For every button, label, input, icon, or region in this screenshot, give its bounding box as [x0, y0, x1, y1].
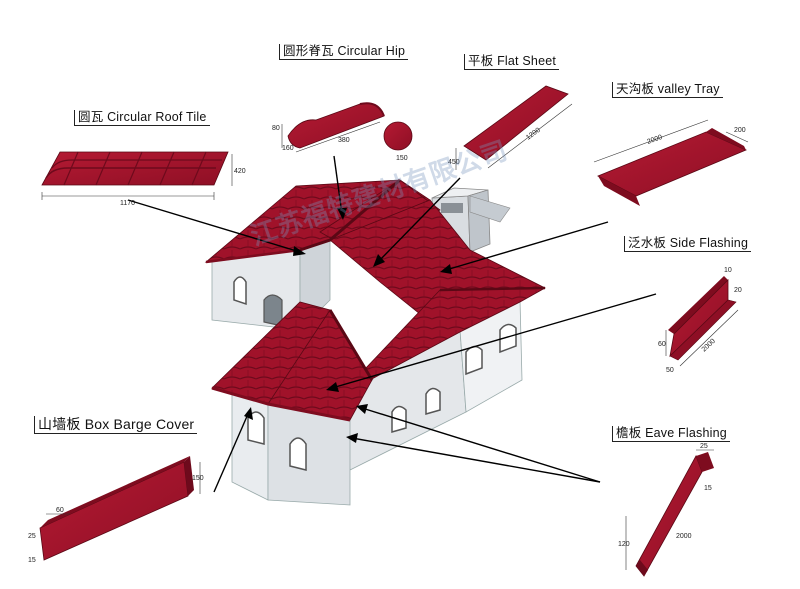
valley-tray-part: 2000 200	[593, 119, 749, 206]
label-eave-flashing: 檐板 Eave Flashing	[612, 426, 730, 442]
eave-length-dim: 2000	[676, 533, 692, 540]
arrow-eave-2	[351, 437, 601, 483]
side-flashing-part: 10 20 60 50 2000	[658, 267, 742, 374]
hip-length-dim: 380	[338, 137, 350, 144]
flat-width-dim: 450	[448, 159, 460, 166]
eave-height-dim: 120	[618, 541, 630, 548]
side-length-dim: 2000	[701, 338, 717, 354]
label-circular-hip: 圆形脊瓦 Circular Hip	[279, 44, 409, 60]
side-top-dim: 10	[724, 267, 732, 274]
valley-length-dim: 2000	[646, 134, 663, 146]
pointer-arrows	[127, 155, 657, 493]
barge-height-dim: 150	[192, 475, 204, 482]
barge-left-dim: 25	[28, 533, 36, 540]
arrow-barge	[213, 413, 249, 493]
house	[204, 178, 546, 506]
arrow-eave-1	[361, 407, 601, 483]
arrow-side	[331, 293, 657, 389]
label-side-flashing: 泛水板 Side Flashing	[624, 236, 752, 252]
label-box-barge-cover: 山墙板 Box Barge Cover	[34, 416, 198, 434]
label-flat-sheet: 平板 Flat Sheet	[464, 54, 560, 70]
circular-hip-part: 380 160 80 150	[272, 102, 413, 162]
circular-roof-tile-sheet: 1170 420	[41, 151, 246, 207]
eave-flashing-part: 25 15 120 2000	[618, 443, 714, 577]
valley-width-dim: 200	[734, 127, 746, 134]
side-upper-dim: 20	[734, 287, 742, 294]
eave-mid-dim: 15	[704, 485, 712, 492]
side-base-dim: 50	[666, 367, 674, 374]
arrow-flat	[377, 177, 461, 263]
tile-width-dim: 1170	[120, 200, 135, 207]
eave-top-dim: 25	[700, 443, 708, 450]
tile-height-dim: 420	[234, 168, 246, 175]
hip-top-dim: 80	[272, 125, 280, 132]
hip-height-dim: 160	[282, 145, 294, 152]
label-valley-tray: 天沟板 valley Tray	[612, 82, 723, 98]
barge-top-dim: 60	[56, 507, 64, 514]
hip-end-dim: 150	[396, 155, 408, 162]
side-height-dim: 60	[658, 341, 666, 348]
label-circular-roof-tile: 圆瓦 Circular Roof Tile	[74, 110, 210, 126]
barge-bottom-dim: 15	[28, 557, 36, 564]
arrow-hip	[333, 155, 343, 215]
arrow-tile	[127, 199, 301, 253]
arrow-valley	[445, 221, 609, 271]
box-barge-cover-part: 60 25 15 150	[28, 456, 204, 564]
